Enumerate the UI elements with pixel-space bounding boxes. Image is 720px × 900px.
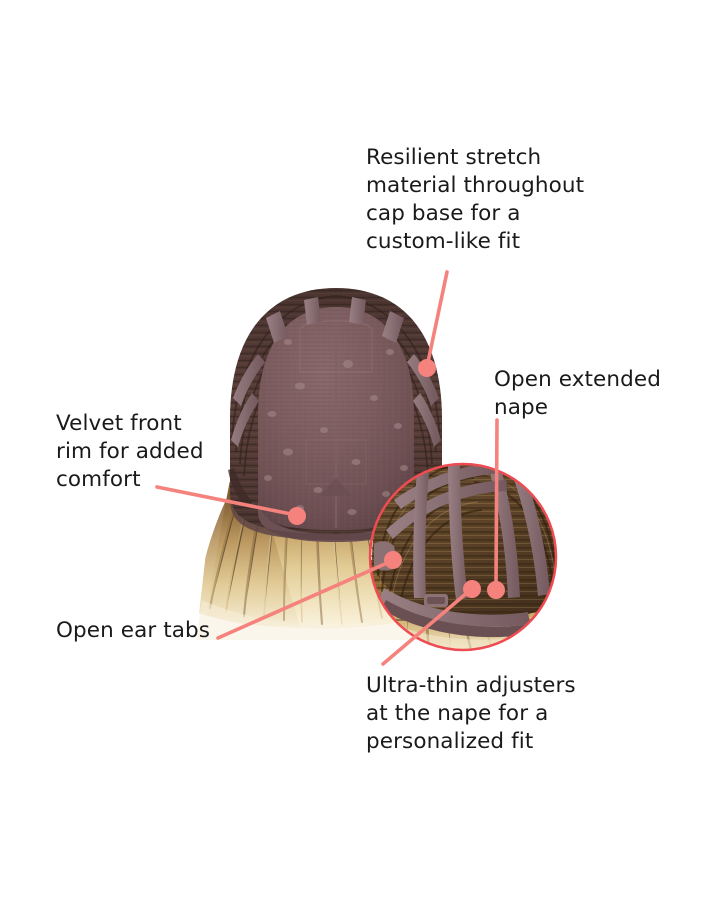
callout-open-extended-nape: Open extended nape xyxy=(494,367,661,420)
callout-velvet-front-rim: Velvet front rim for added comfort xyxy=(56,411,204,492)
callout-ultra-thin-adjusters: Ultra-thin adjusters at the nape for a p… xyxy=(366,673,576,754)
cap-straps xyxy=(266,297,404,343)
wig-cap-back xyxy=(228,288,444,542)
callout-open-ear-tabs: Open ear tabs xyxy=(56,618,211,643)
callout-resilient-stretch: Resilient stretch material throughout ca… xyxy=(366,145,585,254)
